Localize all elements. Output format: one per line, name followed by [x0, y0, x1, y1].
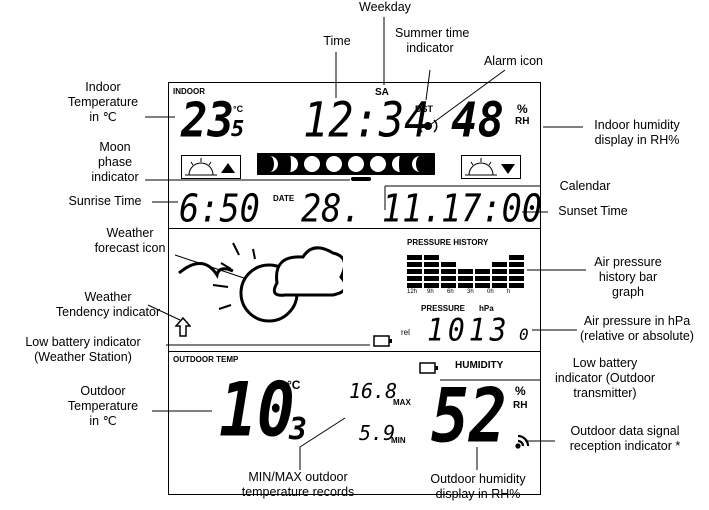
history-bar	[424, 255, 439, 288]
history-tick-label: 3h	[467, 289, 474, 295]
indoor-humidity: 48	[451, 93, 504, 149]
label-weather-tendency: Weather Tendency indicator	[55, 290, 161, 319]
signal-reception-icon	[515, 434, 530, 449]
max-label: MAX	[393, 398, 411, 407]
label-indoor-humidity: Indoor humidity display in RH%	[594, 118, 680, 147]
hpa-label: hPa	[479, 304, 494, 313]
weather-tendency-arrow-icon	[175, 317, 191, 337]
pressure-history-bar-graph	[407, 255, 524, 288]
history-tick-label: 0h	[487, 289, 494, 295]
label-weekday: Weekday	[359, 0, 411, 14]
history-bar	[441, 262, 456, 288]
pressure-history-ticks: 12h 9h 6h 3h 0h h	[407, 289, 527, 299]
history-tick-label: 6h	[447, 289, 454, 295]
dst-indicator: DST	[415, 104, 433, 114]
min-label: MIN	[391, 436, 406, 445]
low-battery-outdoor-icon	[419, 362, 438, 374]
indoor-humidity-percent: %	[517, 102, 528, 116]
outdoor-temperature: 10	[219, 366, 295, 455]
outdoor-temp-label: OUTDOOR TEMP	[173, 355, 239, 364]
label-sunrise-time: Sunrise Time	[68, 194, 142, 208]
divider-top	[169, 228, 540, 229]
moon-phase-cursor	[351, 177, 371, 181]
weather-forecast-icon	[178, 242, 343, 323]
pressure-label: PRESSURE	[421, 304, 466, 313]
humidity-label: HUMIDITY	[455, 360, 504, 371]
date-label: DATE	[273, 194, 295, 203]
sunrise-time: 6:50	[179, 185, 260, 231]
sunrise-icon	[181, 155, 241, 179]
moon-phase-strip	[257, 153, 435, 175]
outdoor-temp-unit: °C	[287, 378, 301, 392]
label-calendar: Calendar	[559, 179, 611, 193]
weekday: SA	[375, 87, 389, 98]
alarm-icon	[418, 119, 438, 133]
indoor-temp-unit: °C	[233, 104, 244, 114]
history-bar	[458, 269, 473, 288]
indoor-humidity-rh: RH	[515, 116, 530, 127]
pressure-history-label: PRESSURE HISTORY	[407, 238, 489, 247]
label-alarm-icon: Alarm icon	[483, 54, 544, 68]
history-tick-label: 9h	[427, 289, 434, 295]
label-weather-forecast-icon: Weather forecast icon	[94, 226, 166, 255]
history-tick-label: 12h	[407, 289, 418, 295]
min-temperature: 5.9	[359, 421, 396, 445]
label-outdoor-signal: Outdoor data signal reception indicator …	[569, 424, 681, 453]
label-indoor-temperature: Indoor Temperature in ℃	[67, 80, 139, 124]
max-temperature: 16.8	[349, 379, 398, 403]
outdoor-humidity: 52	[431, 372, 507, 461]
label-summer-time: Summer time indicator	[395, 26, 470, 55]
label-low-battery-station: Low battery indicator (Weather Station)	[25, 335, 141, 364]
label-minmax-records: MIN/MAX outdoor temperature records	[241, 470, 355, 499]
label-low-battery-outdoor: Low battery indicator (Outdoor transmitt…	[554, 356, 656, 400]
history-bar	[475, 269, 490, 288]
sunset-time: 17:00	[441, 185, 543, 231]
sunset-icon	[461, 155, 521, 179]
label-time: Time	[323, 34, 351, 48]
label-moon-phase: Moon phase indicator	[91, 140, 139, 184]
calendar-date: 28. 11.	[301, 185, 443, 231]
indoor-label: INDOOR	[173, 87, 205, 96]
clock-time: 12:34	[303, 93, 430, 149]
label-sunset-time: Sunset Time	[558, 204, 628, 218]
label-pressure-history: Air pressure history bar graph	[594, 255, 662, 299]
history-bar	[407, 255, 422, 288]
history-bar	[509, 255, 524, 288]
outdoor-humidity-percent: %	[515, 384, 526, 398]
indoor-temperature: 23	[181, 93, 234, 149]
history-tick-label: h	[507, 289, 511, 295]
label-outdoor-temperature: Outdoor Temperature in ℃	[67, 384, 139, 428]
outdoor-humidity-rh: RH	[513, 400, 528, 411]
low-battery-station-icon	[373, 335, 392, 347]
history-bar	[492, 262, 507, 288]
outdoor-temperature-decimal: 3	[289, 412, 308, 447]
air-pressure-decimal: 0	[519, 325, 529, 344]
air-pressure-value: 1013	[427, 311, 511, 348]
divider-bottom	[169, 351, 540, 352]
indoor-temperature-decimal: 5	[231, 117, 245, 142]
label-air-pressure: Air pressure in hPa (relative or absolut…	[580, 314, 694, 343]
rel-indicator: rel	[401, 328, 410, 337]
lcd-display: INDOOR 23 5 °C SA 12:34 DST 48 % RH	[168, 82, 543, 495]
